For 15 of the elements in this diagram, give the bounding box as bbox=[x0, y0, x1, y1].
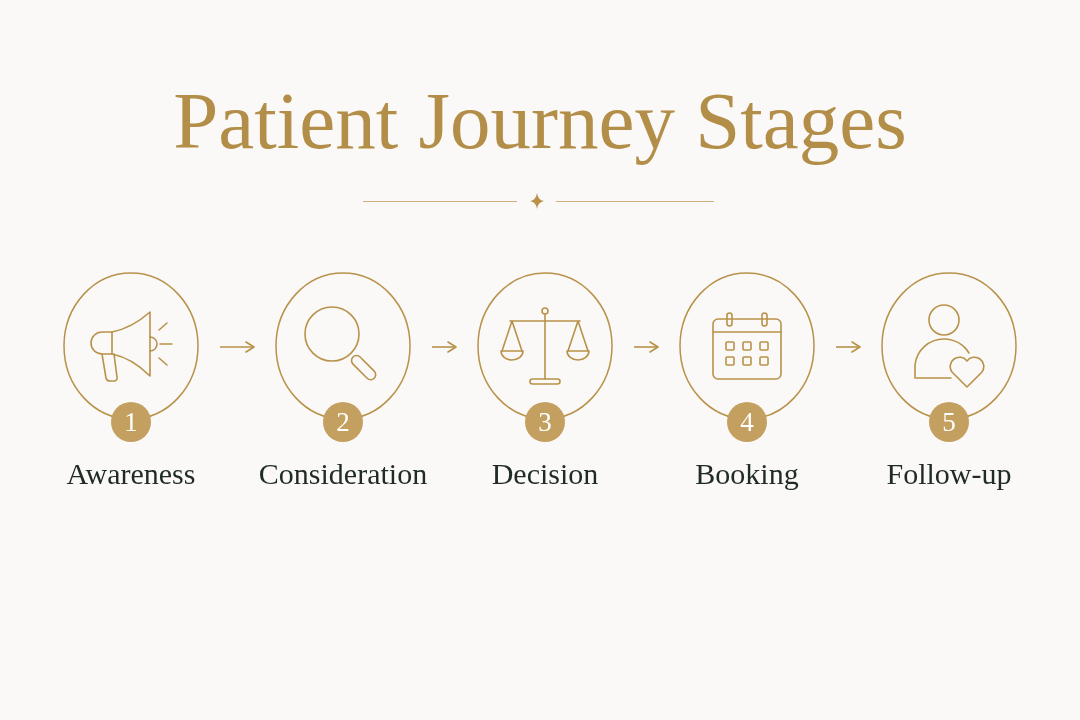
step-number-badge: 2 bbox=[323, 402, 363, 442]
arrow bbox=[835, 341, 861, 353]
title: Patient Journey Stages bbox=[173, 75, 907, 168]
stage-label: Booking bbox=[695, 456, 799, 492]
step-number-badge: 1 bbox=[111, 402, 151, 442]
stage-label: Awareness bbox=[66, 456, 196, 492]
arrow bbox=[431, 341, 457, 353]
step-number-badge: 4 bbox=[727, 402, 767, 442]
stage-label: Follow-up bbox=[886, 456, 1012, 492]
step-number-badge: 3 bbox=[525, 402, 565, 442]
step-number-badge: 5 bbox=[929, 402, 969, 442]
arrow bbox=[219, 341, 255, 353]
stage-label: Decision bbox=[491, 456, 599, 492]
arrow bbox=[633, 341, 659, 353]
stage-label: Consideration bbox=[258, 456, 428, 492]
